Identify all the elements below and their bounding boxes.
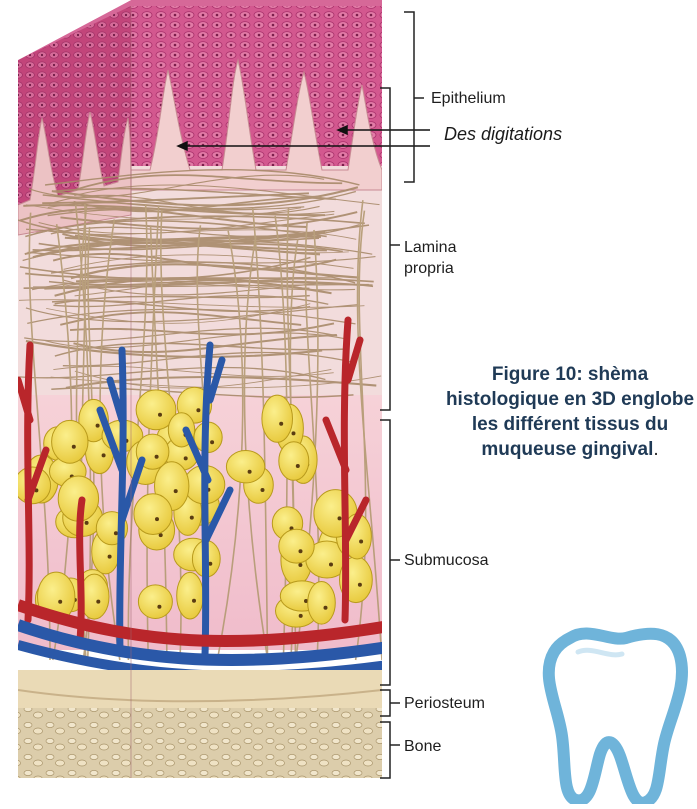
fat-cell	[261, 394, 294, 443]
bone-label: Bone	[404, 738, 442, 755]
fat-cell	[176, 571, 204, 620]
tissue-block	[18, 0, 382, 778]
periosteum-label: Periosteum	[404, 695, 485, 712]
fat-cell	[278, 528, 315, 564]
tooth-icon	[542, 627, 688, 809]
epithelium-top	[18, 0, 382, 60]
fat-cell	[278, 441, 310, 481]
fat-cell	[137, 584, 173, 620]
digitations-annotation: Des digitations	[444, 124, 563, 144]
lamina-propria-label-line2: propria	[404, 260, 454, 277]
figure-caption-text: Figure 10: shèma histologique en 3D engl…	[445, 364, 695, 460]
bone-layer	[18, 708, 382, 778]
fat-cell	[135, 389, 177, 431]
epithelium-label: Epithelium	[431, 90, 506, 107]
fat-cell	[225, 450, 266, 484]
periosteum-layer	[18, 670, 382, 710]
figure-caption-period: .	[653, 439, 659, 460]
lamina-propria-label-line1: Lamina	[404, 239, 457, 256]
fat-cell	[51, 419, 89, 464]
fat-cell	[133, 493, 173, 535]
digitations-arrows	[176, 124, 430, 152]
submucosa-label: Submucosa	[404, 552, 489, 569]
figure-caption: Figure 10: shèma histologique en 3D engl…	[445, 362, 695, 462]
layer-brackets	[380, 11, 424, 779]
fat-cell	[307, 581, 336, 625]
